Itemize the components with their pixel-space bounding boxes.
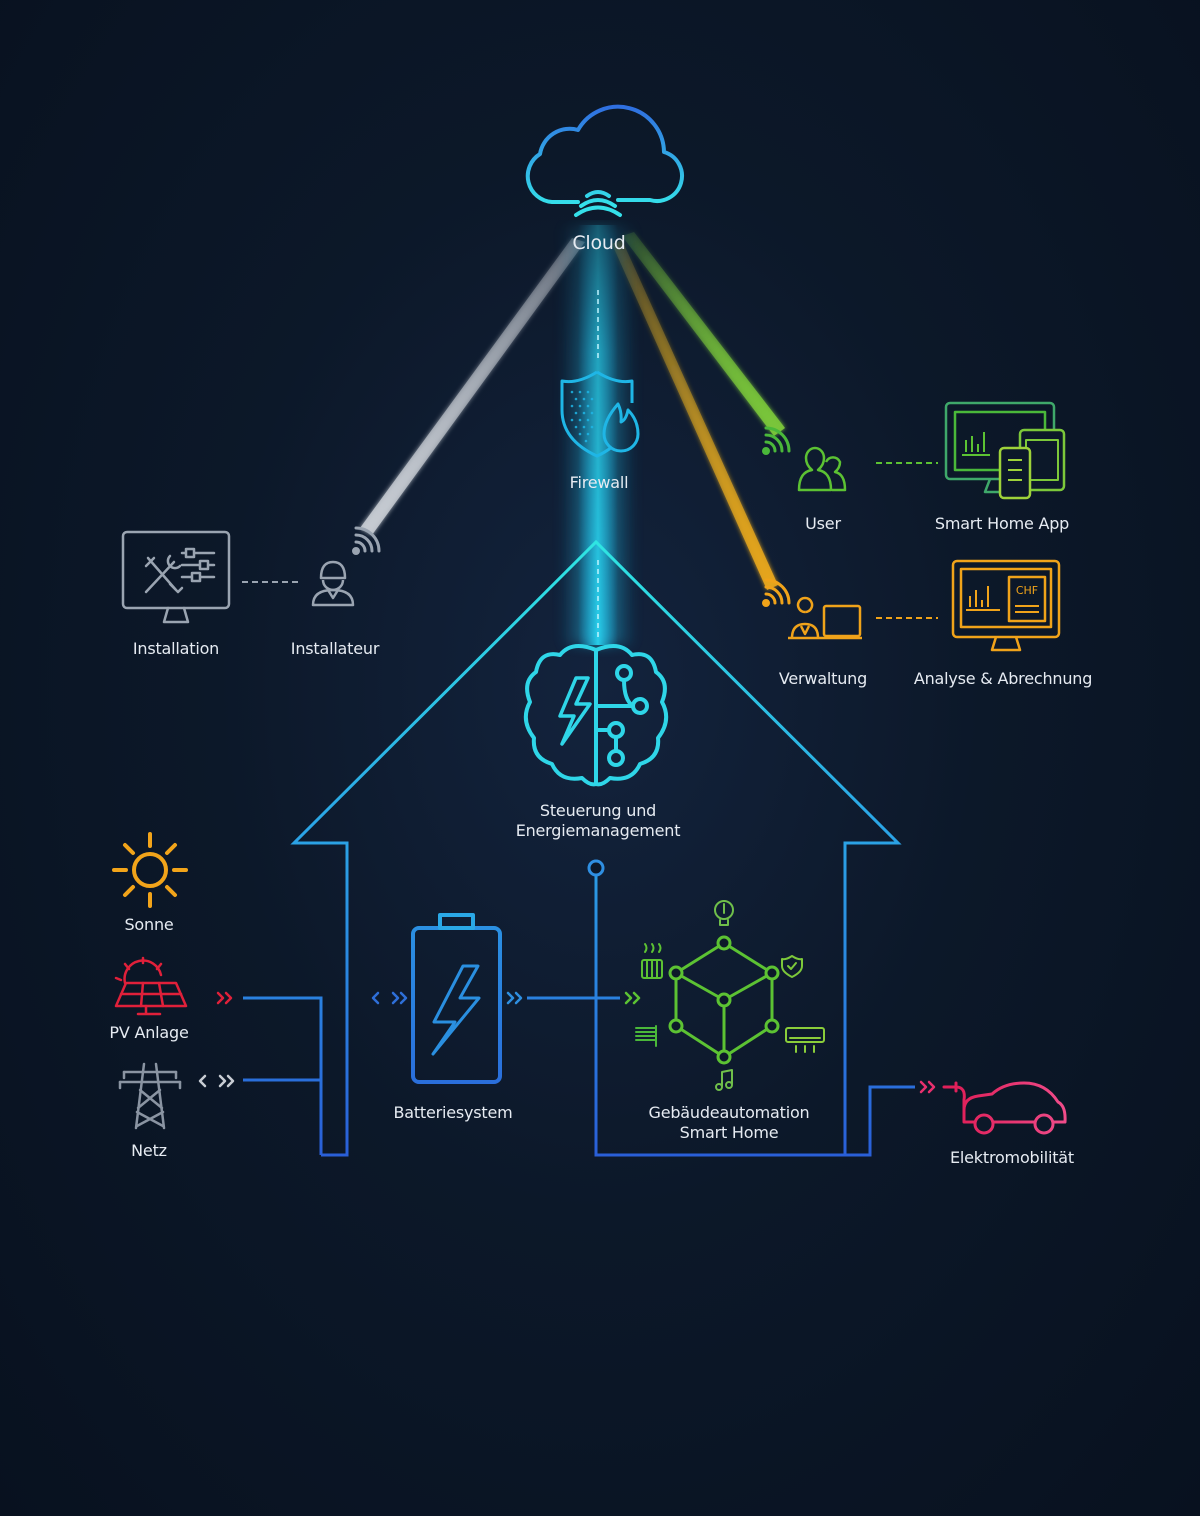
wifi-signal-installateur: [352, 526, 381, 555]
data-rays: [360, 232, 785, 590]
smart-home-app-label: Smart Home App: [934, 514, 1070, 533]
monitor-invoice-icon: [951, 559, 1061, 652]
cloud-icon: [525, 104, 684, 217]
car-arrow: [919, 1080, 936, 1094]
currency-label: CHF: [1016, 584, 1038, 597]
bulb-icon: [714, 900, 734, 926]
smart-home-devices: [635, 900, 825, 1091]
netz-label: Netz: [131, 1141, 167, 1160]
flow-arrows: [198, 991, 936, 1094]
electric-car-icon: [942, 1081, 1067, 1135]
shield-icon: [781, 955, 803, 978]
gebaeudeautomation-label-line2: Smart Home: [679, 1123, 779, 1142]
cloud-label: Cloud: [572, 232, 626, 254]
shield-flame-icon: [560, 370, 640, 458]
installateur-label: Installateur: [290, 639, 380, 658]
heater-icon: [641, 943, 663, 979]
battery-in-arrow: [371, 991, 408, 1005]
solar-panel-icon: [114, 956, 188, 1016]
gebaeudeautomation-label-line1: Gebäudeautomation: [648, 1103, 810, 1122]
ray-verwaltung: [612, 240, 778, 590]
network-cube-icon: [668, 935, 780, 1065]
analyse-label: Analyse & Abrechnung: [913, 669, 1093, 688]
wifi-signal-verwaltung: [762, 578, 791, 607]
wifi-signal-user: [762, 426, 791, 455]
power-tower-icon: [118, 1062, 182, 1130]
gebaeudeautomation-label: Gebäudeautomation Smart Home: [649, 1103, 810, 1143]
steuerung-label-line1: Steuerung und: [539, 801, 657, 820]
steuerung-label-line2: Energiemanagement: [515, 821, 681, 840]
user-label: User: [805, 514, 841, 533]
ray-user: [622, 232, 785, 436]
grid-arrow: [198, 1074, 235, 1088]
air-conditioner-icon: [785, 1027, 825, 1053]
sonne-label: Sonne: [124, 915, 174, 934]
battery-bolt-icon: [411, 913, 502, 1084]
steuerung-label: Steuerung und Energiemanagement: [516, 801, 681, 841]
ray-installateur: [360, 238, 585, 535]
music-note-icon: [715, 1069, 733, 1091]
house-outline: [243, 539, 915, 1157]
smarthome-arrow: [624, 991, 641, 1005]
house-node: [587, 859, 605, 877]
admin-desk-icon: [788, 596, 862, 640]
verwaltung-label: Verwaltung: [778, 669, 868, 688]
batteriesystem-label: Batteriesystem: [393, 1103, 513, 1122]
installation-label: Installation: [132, 639, 220, 658]
worker-icon: [311, 560, 355, 607]
firewall-label: Firewall: [569, 473, 629, 492]
sun-icon: [112, 832, 188, 908]
brain-circuit-icon: [523, 644, 669, 787]
battery-out-arrow: [506, 991, 523, 1005]
users-icon: [797, 446, 847, 492]
blinds-icon: [635, 1025, 657, 1047]
pv-arrow: [216, 991, 233, 1005]
monitor-tools-icon: [121, 530, 231, 624]
pv-anlage-label: PV Anlage: [109, 1023, 189, 1042]
devices-icon: [944, 401, 1066, 500]
elektromobilitaet-label: Elektromobilität: [950, 1148, 1074, 1167]
